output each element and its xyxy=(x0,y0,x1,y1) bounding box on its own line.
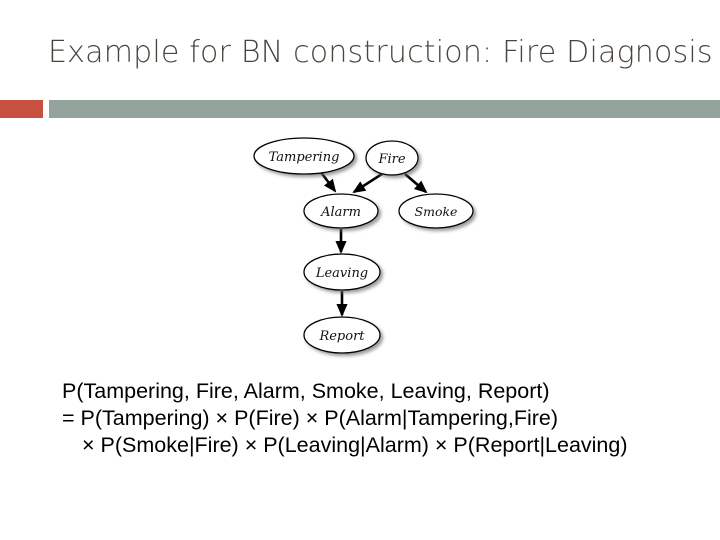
bn-node-tampering: Tampering xyxy=(253,137,355,175)
node-label-tampering: Tampering xyxy=(269,150,340,165)
title-divider-accent-block xyxy=(0,100,43,118)
node-shape-leaving xyxy=(303,253,381,291)
bn-node-fire: Fire xyxy=(365,140,419,176)
factorization-equation: P(Tampering, Fire, Alarm, Smoke, Leaving… xyxy=(62,378,710,459)
edge-fire-smoke xyxy=(404,173,428,194)
node-shape-fire xyxy=(365,140,419,176)
title-divider xyxy=(0,100,720,118)
node-shape-report xyxy=(303,316,381,354)
node-label-smoke: Smoke xyxy=(415,204,458,219)
node-label-alarm: Alarm xyxy=(320,205,361,220)
edge-fire-alarm xyxy=(352,172,383,194)
bn-node-leaving: Leaving xyxy=(303,253,381,291)
bn-node-alarm: Alarm xyxy=(303,193,379,229)
equation-line-2: = P(Tampering) × P(Fire) × P(Alarm|Tampe… xyxy=(62,406,559,430)
equation-line-3: × P(Smoke|Fire) × P(Leaving|Alarm) × P(R… xyxy=(82,433,628,457)
equation-line-1: P(Tampering, Fire, Alarm, Smoke, Leaving… xyxy=(62,379,550,403)
node-shape-smoke xyxy=(398,193,474,229)
bn-node-report: Report xyxy=(303,316,381,354)
bn-node-smoke: Smoke xyxy=(398,193,474,229)
node-label-report: Report xyxy=(318,329,365,344)
edge-tampering-alarm xyxy=(318,170,337,193)
title-divider-bar xyxy=(49,100,720,118)
node-label-leaving: Leaving xyxy=(315,266,368,281)
node-shape-tampering xyxy=(253,137,355,175)
bn-edges xyxy=(318,170,428,317)
node-shape-alarm xyxy=(303,193,379,229)
node-label-fire: Fire xyxy=(377,152,405,167)
page-title: Example for BN construction: Fire Diagno… xyxy=(48,35,713,70)
bayesian-network-diagram: Tampering Fire Alarm Smoke Leaving Repor… xyxy=(240,130,490,365)
